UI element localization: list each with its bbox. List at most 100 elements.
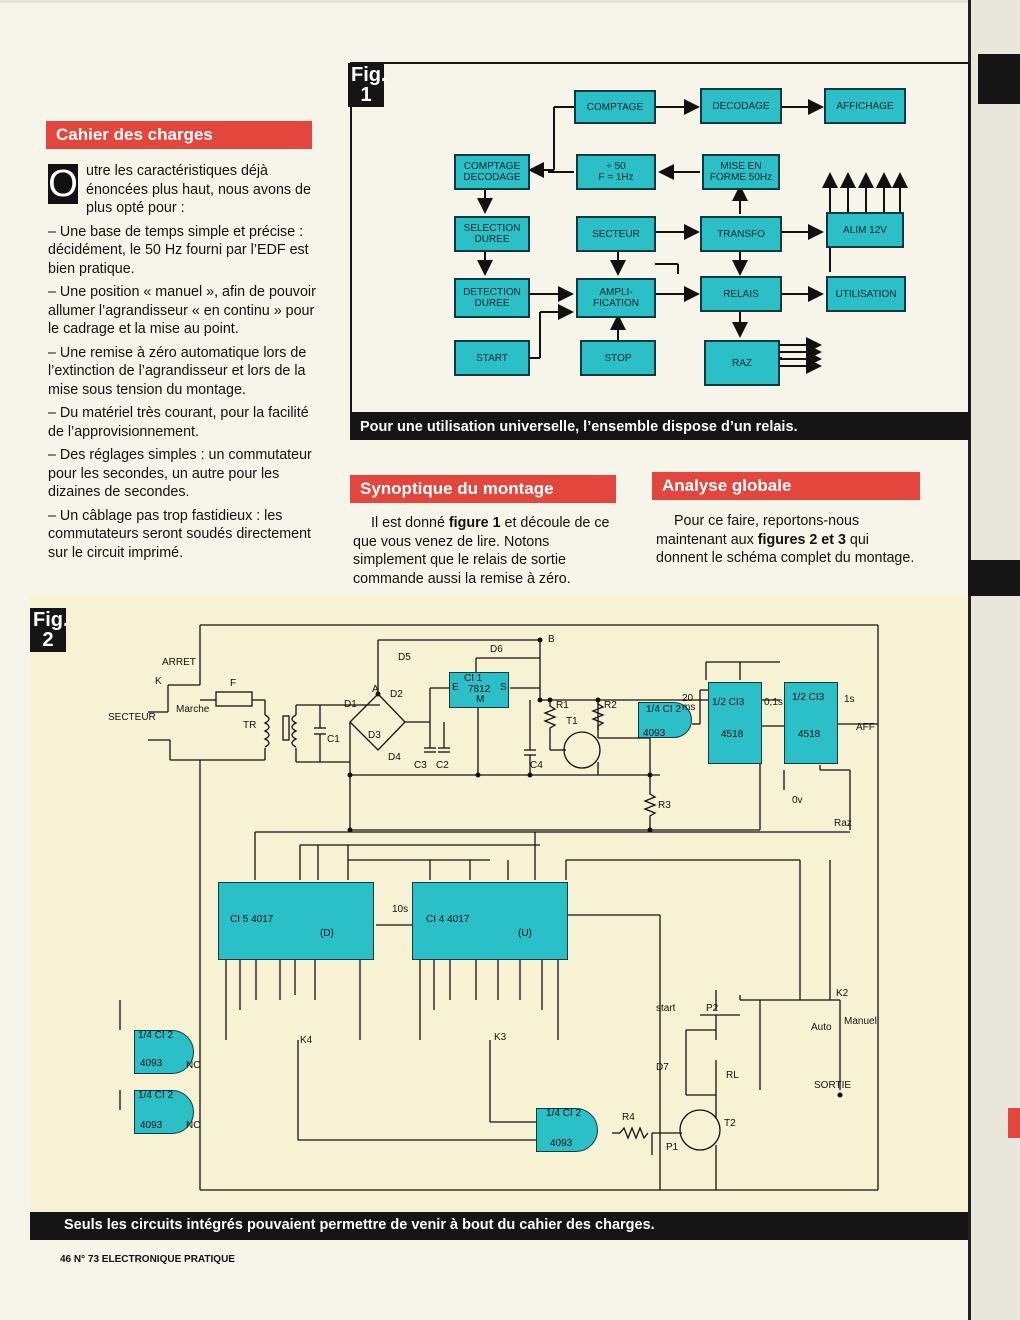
- label-10s: 10s: [392, 904, 409, 915]
- cahier-body: O utre les caractéristiques déjà énoncée…: [48, 162, 318, 567]
- ci4-4017: [412, 882, 568, 960]
- ci5-4017: [218, 882, 374, 960]
- cahier-item-5: – Des réglages simples : un commutateur …: [48, 447, 312, 500]
- fig1-frame: [350, 62, 970, 414]
- label-c1: C1: [327, 734, 340, 745]
- label-a: A: [372, 684, 379, 695]
- cahier-heading: Cahier des charges: [46, 121, 312, 149]
- label-rl: RL: [726, 1070, 739, 1081]
- cahier-item-2: – Une position « manuel », afin de pouvo…: [48, 284, 316, 337]
- fig2-tag: Fig. 2: [30, 608, 69, 652]
- ci3a-4518: [708, 682, 762, 764]
- label-nc-2: NC: [186, 1120, 201, 1131]
- label-p1: P1: [666, 1142, 679, 1153]
- label-marche: Marche: [176, 704, 210, 715]
- analyse-text-1: Pour ce faire, reportons-nous maintenant…: [656, 513, 860, 548]
- label-d7: D7: [656, 1062, 669, 1073]
- synoptique-heading: Synoptique du montage: [350, 475, 616, 503]
- label-r1: R1: [556, 700, 569, 711]
- label-ci3a: 1/2 CI3: [712, 697, 745, 708]
- label-d6: D6: [490, 644, 503, 655]
- fig2-schematic-wires: [119, 624, 879, 1191]
- label-ci2c: 1/4 CI 2: [138, 1090, 174, 1101]
- fig1-tag-number: 1: [360, 84, 372, 106]
- ci2-nand-gate-d: [536, 1108, 598, 1152]
- label-start: start: [656, 1003, 676, 1014]
- block-comptage-decodage: COMPTAGE DECODAGE: [454, 154, 530, 190]
- fig2-tag-number: 2: [42, 629, 54, 651]
- analyse-bold: figures 2 et 3: [757, 531, 846, 548]
- label-raz: Raz: [834, 818, 852, 829]
- block-mise-en-forme: MISE EN FORME 50Hz: [702, 154, 780, 190]
- label-t2: T2: [724, 1118, 736, 1129]
- label-p2: P2: [706, 1003, 719, 1014]
- ci3b-4518: [784, 682, 838, 764]
- label-manuel: Manuel: [844, 1016, 877, 1027]
- label-b: B: [548, 634, 555, 645]
- label-7812: 7812: [468, 684, 491, 695]
- label-d2: D2: [390, 689, 403, 700]
- block-transfo: TRANSFO: [700, 216, 782, 252]
- label-ci3b: 1/2 CI3: [792, 692, 825, 703]
- block-utilisation: UTILISATION: [826, 276, 906, 312]
- fig2-tag-text: Fig.: [33, 609, 69, 631]
- label-secteur: SECTEUR: [108, 712, 156, 723]
- page-top-edge: [0, 0, 1020, 3]
- block-start: START: [454, 340, 530, 376]
- label-ci5: CI 5 4017: [230, 914, 274, 925]
- label-ci1: CI 1: [464, 673, 483, 684]
- block-comptage: COMPTAGE: [574, 90, 656, 124]
- label-sortie: SORTIE: [814, 1080, 852, 1091]
- fig1-tag: Fig. 1: [348, 63, 387, 107]
- label-20ms: 20 ms: [682, 693, 696, 713]
- ci1-regulator: [449, 672, 509, 708]
- label-c3: C3: [414, 760, 427, 771]
- fig2-caption: Seuls les circuits intégrés pouvaient pe…: [30, 1212, 968, 1240]
- dropcap: O: [48, 163, 78, 205]
- label-c4: C4: [530, 760, 543, 771]
- label-e: E: [452, 682, 459, 693]
- label-aff: AFF: [856, 722, 875, 733]
- label-01s: 0,1s: [764, 697, 783, 708]
- label-ci2a: 1/4 CI 2: [646, 704, 682, 715]
- ci2-nand-gate-a: [638, 702, 692, 738]
- next-page-fig-tag: [978, 54, 1020, 104]
- label-4093-a: 4093: [643, 728, 666, 739]
- label-4093-b: 4093: [140, 1058, 163, 1069]
- page-footer: 46 N° 73 ELECTRONIQUE PRATIQUE: [60, 1254, 235, 1265]
- analyse-body: Pour ce faire, reportons-nous maintenant…: [656, 512, 922, 568]
- label-ci4: CI 4 4017: [426, 914, 470, 925]
- synoptique-text-1: Il est donné: [371, 515, 449, 531]
- synoptique-body: Il est donné figure 1 et découle de ce q…: [353, 514, 621, 588]
- label-auto: Auto: [811, 1022, 832, 1033]
- label-d3: D3: [368, 730, 381, 741]
- label-s: S: [500, 682, 507, 693]
- label-k: K: [155, 676, 162, 687]
- block-stop: STOP: [580, 340, 656, 376]
- label-r4: R4: [622, 1112, 635, 1123]
- cahier-intro: utre les caractéristiques déjà énoncées …: [86, 163, 311, 216]
- label-d1: D1: [344, 699, 357, 710]
- label-t1: T1: [566, 716, 578, 727]
- analyse-heading: Analyse globale: [652, 472, 920, 500]
- block-div50: ÷ 50 F = 1Hz: [576, 154, 656, 190]
- cahier-item-4: – Du matériel très courant, pour la faci…: [48, 405, 309, 440]
- label-arret: ARRET: [162, 657, 196, 668]
- fig1-connectors: [477, 99, 908, 374]
- label-4518-a: 4518: [721, 729, 744, 740]
- label-tr: TR: [243, 720, 257, 731]
- label-c2: C2: [436, 760, 449, 771]
- label-d: (D): [320, 928, 334, 939]
- label-ci2d: 1/4 CI 2: [546, 1108, 582, 1119]
- label-d5: D5: [398, 652, 411, 663]
- label-k4: K4: [300, 1035, 313, 1046]
- next-page-bar: [968, 560, 1020, 596]
- analyse-text-2: qui donnent le schéma complet du montage…: [656, 531, 915, 567]
- label-r3: R3: [658, 800, 671, 811]
- label-r2: R2: [604, 700, 617, 711]
- cahier-item-6: – Un câblage pas trop fastidieux : les c…: [48, 507, 312, 561]
- label-k3: K3: [494, 1032, 507, 1043]
- block-relais: RELAIS: [700, 276, 782, 312]
- synoptique-text-2: et découle de ce que vous venez de lire.…: [353, 515, 610, 587]
- label-f: F: [230, 678, 237, 689]
